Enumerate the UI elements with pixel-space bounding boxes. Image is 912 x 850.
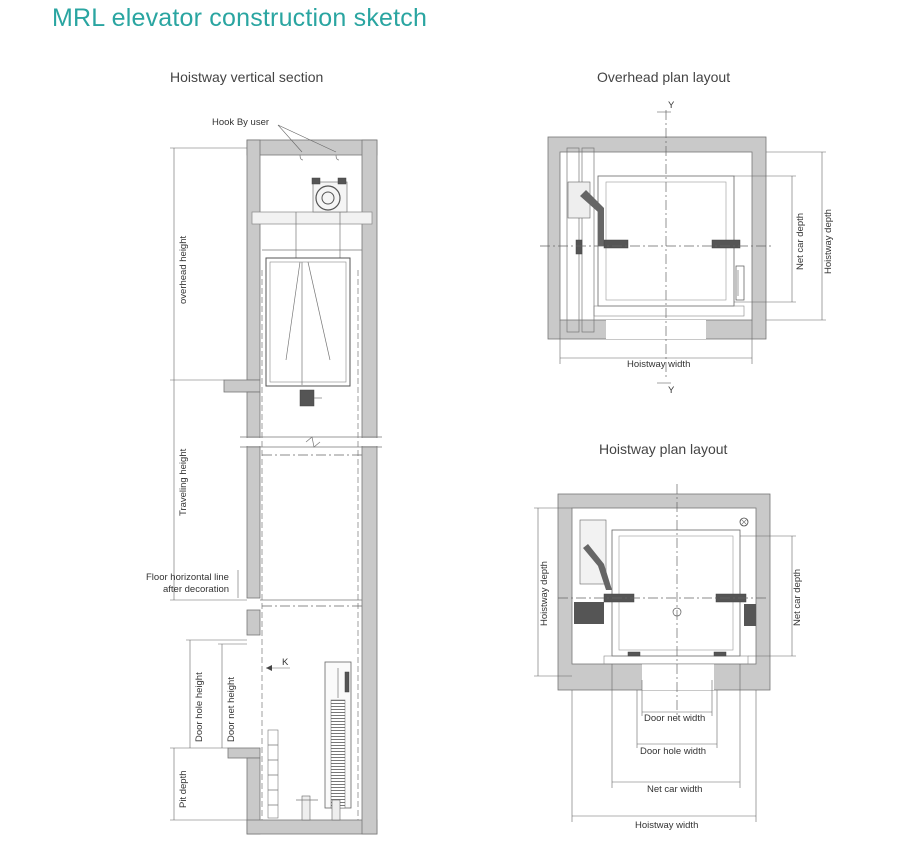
plan-hoistway-width-label: Hoistway width: [635, 820, 698, 831]
plan-door-hole-width-label: Door hole width: [640, 746, 706, 757]
door-net-height-label: Door net height: [226, 677, 237, 742]
plan-door-opening: [642, 664, 714, 690]
door-hole-height-label: Door hole height: [194, 672, 205, 742]
car-sling-lines: [285, 261, 331, 385]
hook-label: Hook By user: [212, 117, 269, 128]
overhead-y-top-label: Y: [668, 100, 675, 111]
plan-net-car-width-label: Net car width: [647, 784, 702, 795]
hook-leader-1: [277, 124, 303, 153]
hook-leader-2: [277, 124, 337, 153]
traction-sheave-icon: [315, 185, 341, 211]
vertical-section: Hook By user K: [146, 117, 382, 835]
floor-line-label-2: after decoration: [163, 584, 229, 595]
car-buffer-right: [331, 799, 341, 821]
overhead-shaft: [559, 151, 753, 321]
hoistway-ceiling: [246, 139, 378, 156]
top-floor-slab: [223, 379, 261, 393]
overhead-rail-right: [711, 239, 741, 249]
traveling-height-label: Traveling height: [178, 448, 189, 516]
plan-door-right: [713, 651, 727, 657]
k-arrow-head-icon: [266, 665, 272, 671]
plan-hook-icon: [739, 517, 749, 527]
plan-rail-bracket-left: [574, 602, 604, 624]
car-buffer-left: [301, 795, 311, 821]
traction-machine-body: [312, 181, 348, 213]
machine-brake-left: [311, 177, 321, 185]
plan-hoistway-depth-label: Hoistway depth: [539, 561, 550, 626]
elevator-car: [265, 257, 351, 387]
pit-floor: [246, 819, 378, 835]
pit-ladder-rungs: [268, 744, 278, 806]
overhead-door-opening: [606, 320, 706, 339]
plan-door-net-width-label: Door net width: [644, 713, 705, 724]
counterweight-fillers: [330, 699, 346, 809]
lowest-floor-slab: [227, 747, 261, 759]
sheave-hub-icon: [321, 191, 335, 205]
machine-beam: [251, 211, 373, 225]
k-marker-label: K: [282, 657, 289, 668]
pit-ladder: [267, 729, 279, 819]
page-title: MRL elevator construction sketch: [52, 4, 428, 32]
vertical-section-title: Hoistway vertical section: [170, 69, 324, 85]
hoistway-plan-title: Hoistway plan layout: [599, 441, 728, 457]
car-bottom-device: [299, 389, 315, 407]
plan-sill: [603, 655, 749, 665]
car-inner: [269, 261, 347, 383]
counterweight-guide-shoe: [344, 671, 350, 693]
plan-rail-bracket-right: [744, 604, 756, 626]
left-wall-upper: [246, 139, 261, 381]
hoistway-plan: Net car depth Hoistway depth Door net wi…: [534, 484, 803, 831]
break-gap: [242, 438, 382, 446]
plan-door-left: [627, 651, 641, 657]
overhead-net-car-depth-label: Net car depth: [795, 213, 806, 270]
plan-hook-cross-icon: [740, 518, 748, 526]
overhead-plan-title: Overhead plan layout: [597, 69, 731, 85]
floor-line-label-1: Floor horizontal line: [146, 572, 229, 583]
break-symbol: [305, 436, 321, 448]
machine-brake-right: [337, 177, 347, 185]
overhead-plan: Y Y Net car depth Hoistway depth Hoistwa…: [540, 100, 834, 396]
overhead-rope-bracket: [580, 190, 604, 246]
overhead-cw-shoe: [575, 239, 583, 255]
plan-rope-bracket: [583, 544, 612, 590]
hook-icons: [299, 154, 340, 161]
overhead-device: [735, 265, 745, 301]
plan-car-inner: [618, 535, 734, 651]
right-wall: [361, 139, 378, 835]
overhead-rail-left: [603, 239, 629, 249]
overhead-y-bottom-label: Y: [668, 385, 675, 396]
plan-net-car-depth-label: Net car depth: [792, 569, 803, 626]
overhead-hoistway-depth-label: Hoistway depth: [823, 209, 834, 274]
pit-depth-label: Pit depth: [178, 771, 189, 809]
overhead-hoistway-width-label: Hoistway width: [627, 359, 690, 370]
left-wall-middle: [246, 391, 261, 599]
left-wall-lintel: [246, 609, 261, 636]
overhead-height-label: overhead height: [178, 236, 189, 304]
